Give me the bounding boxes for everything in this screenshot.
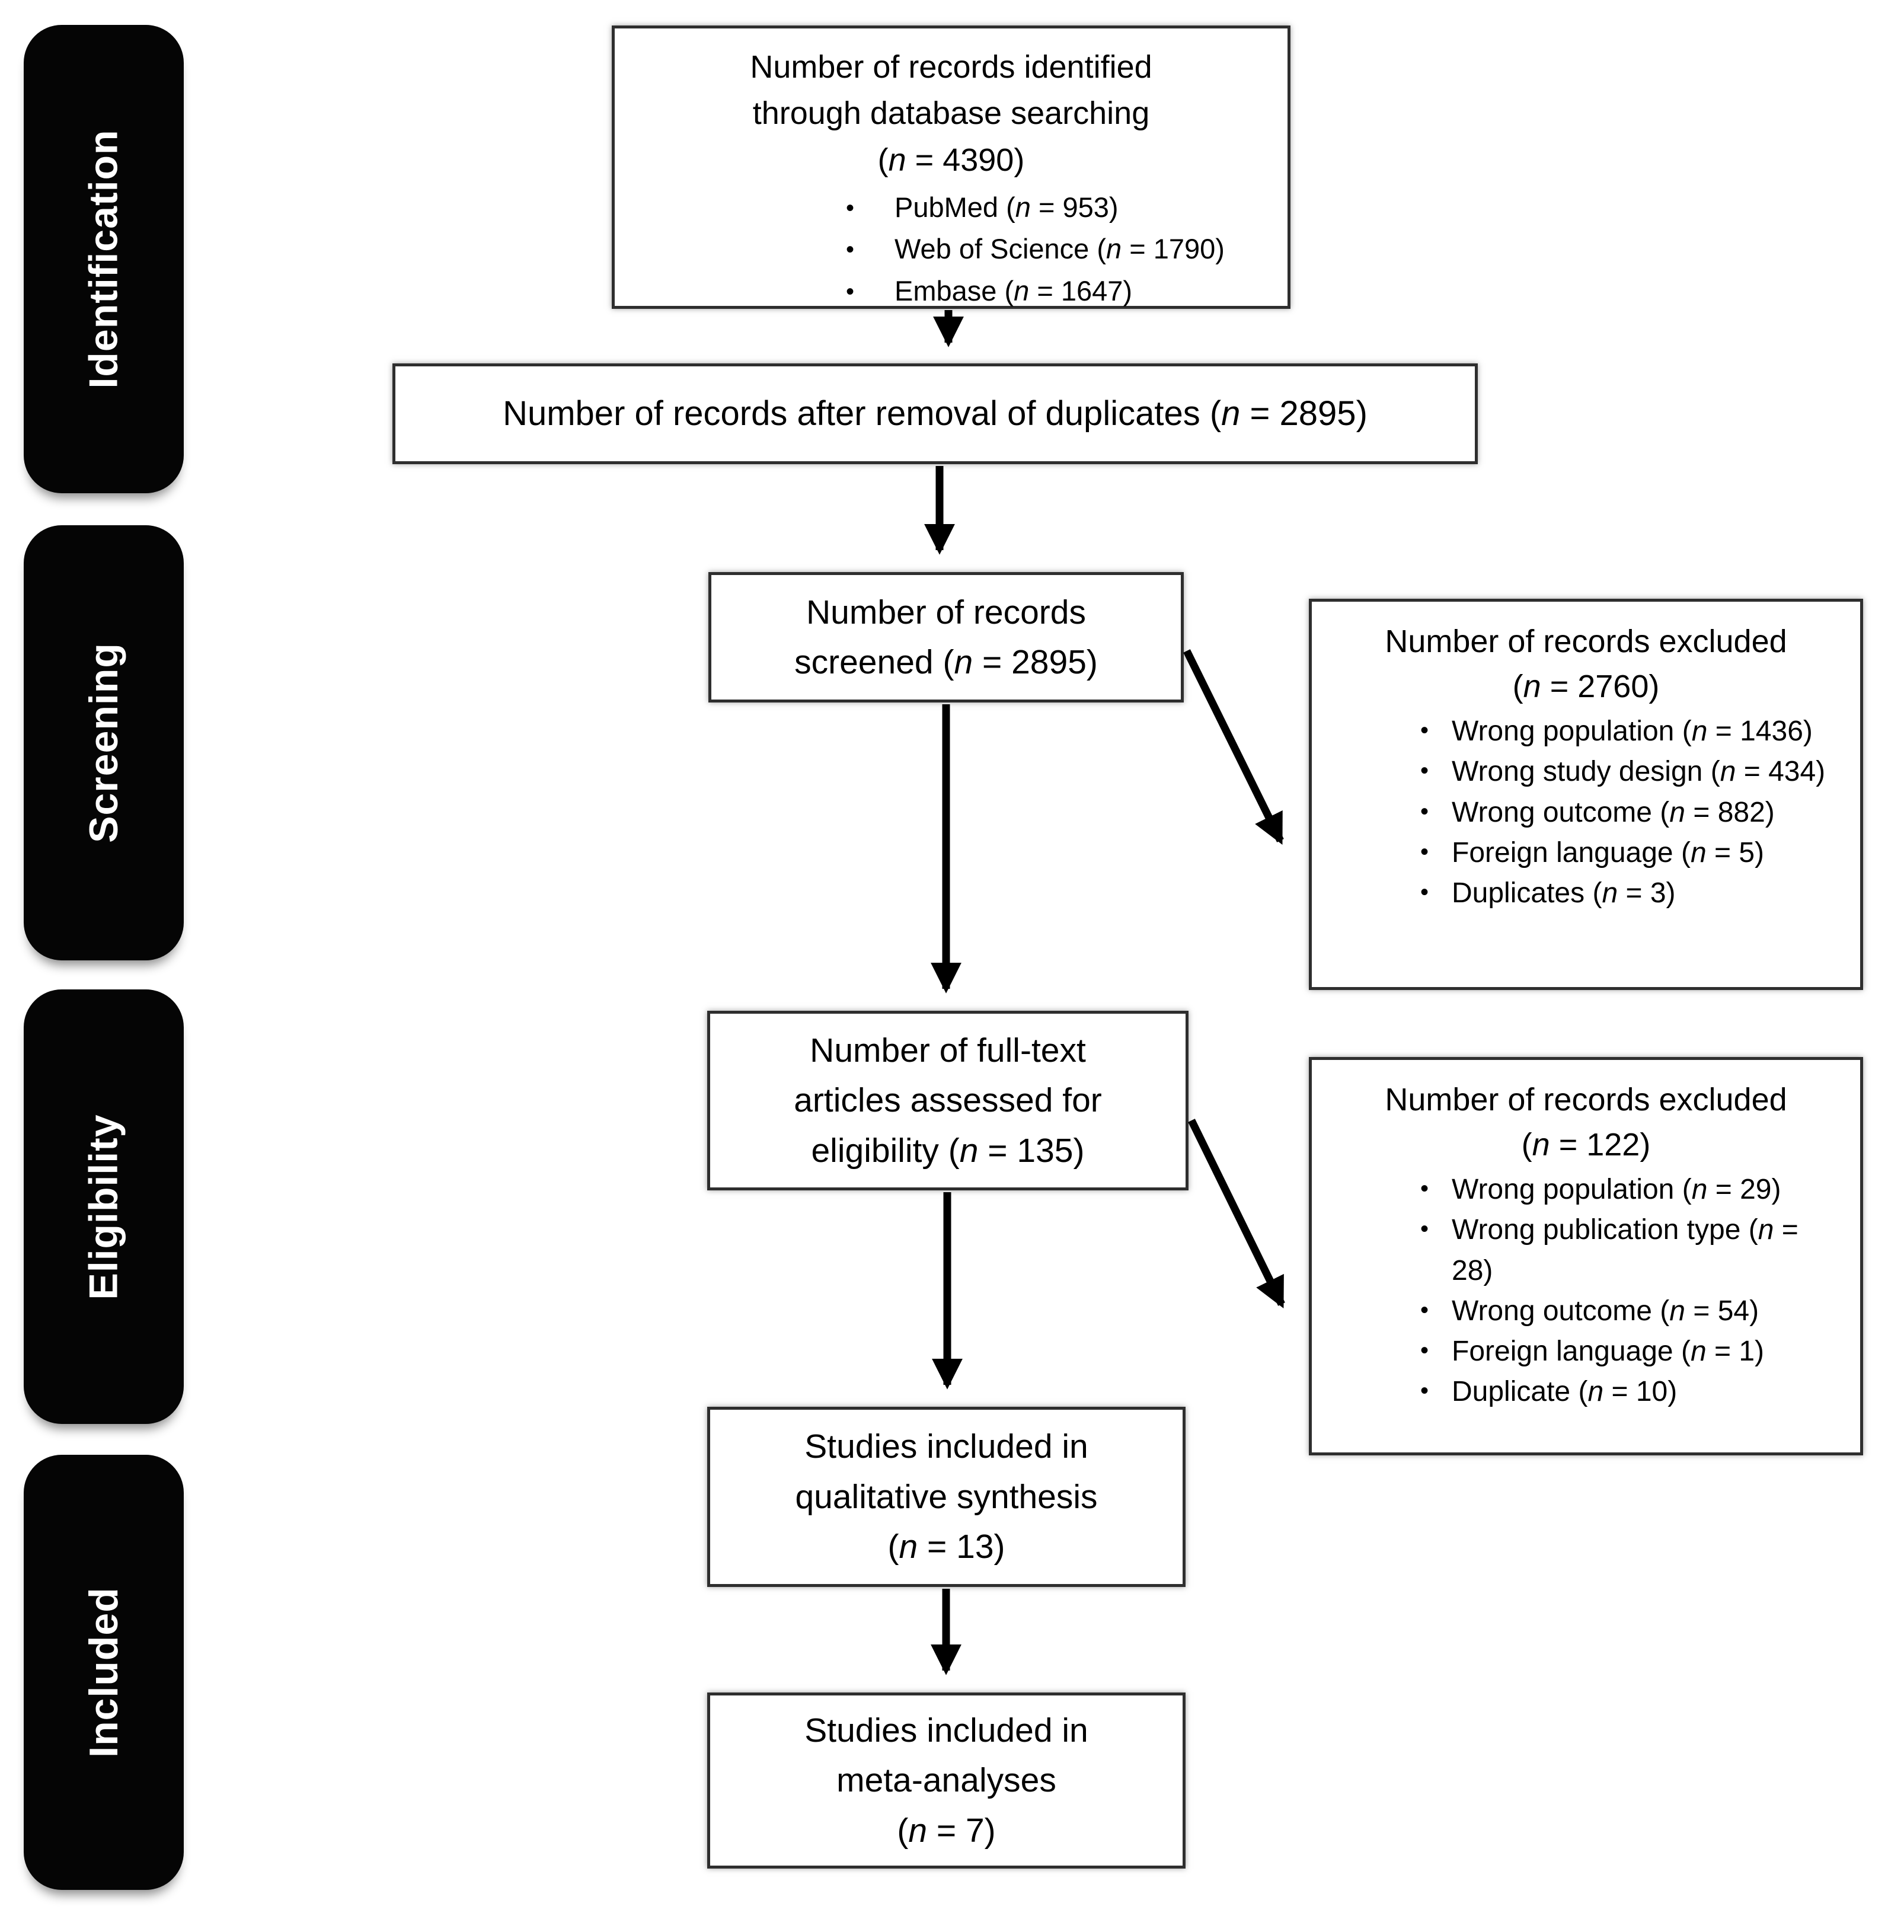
database-source-list: PubMed (n = 953) Web of Science (n = 179…: [628, 187, 1274, 312]
bullet-icon: [806, 187, 895, 226]
excluded-screening-reason-list: Wrong population (n = 1436) Wrong study …: [1336, 711, 1836, 914]
database-source-item: PubMed (n = 953): [806, 187, 1274, 229]
stage-identification-label: Identification: [81, 129, 127, 389]
box-records-after-duplicates-removed-text: Number of records after removal of dupli…: [503, 394, 1368, 433]
stage-screening-label: Screening: [81, 643, 126, 843]
bullet-icon: [1397, 1170, 1452, 1206]
database-source-item: Web of Science (n = 1790): [806, 228, 1274, 270]
bullet-icon: [1397, 873, 1452, 909]
excluded-reason-item: Wrong outcome (n = 882): [1397, 793, 1836, 833]
bullet-icon: [1397, 1291, 1452, 1327]
bullet-icon: [1397, 1210, 1452, 1246]
excluded-reason-item: Wrong population (n = 1436): [1397, 711, 1836, 752]
deduplicated-count: (n = 2895): [1209, 394, 1368, 433]
qualitative-count: (n = 13): [887, 1528, 1005, 1566]
box-records-excluded-screening: Number of records excluded (n = 2760) Wr…: [1309, 599, 1863, 990]
bullet-icon: [1397, 1331, 1452, 1368]
database-source-item: Embase (n = 1647): [806, 270, 1274, 312]
bullet-icon: [806, 270, 895, 309]
excluded-reason-item: Wrong population (n = 29): [1397, 1170, 1836, 1210]
stage-screening: Screening: [24, 525, 184, 960]
excluded-reason-item: Wrong publication type (n = 28): [1397, 1210, 1836, 1291]
bullet-icon: [1397, 833, 1452, 869]
box-records-excluded-eligibility: Number of records excluded (n = 122) Wro…: [1309, 1057, 1863, 1455]
bullet-icon: [1397, 711, 1452, 748]
screened-count: (n = 2895): [943, 643, 1098, 681]
stage-eligibility: Eligibility: [24, 989, 184, 1424]
stage-included: Included: [24, 1455, 184, 1890]
records-identified-count: (n = 4390): [877, 142, 1025, 178]
box-records-after-duplicates-removed: Number of records after removal of dupli…: [392, 363, 1478, 464]
excluded-reason-item: Foreign language (n = 1): [1397, 1331, 1836, 1372]
excluded-screening-title: Number of records excluded: [1385, 624, 1787, 659]
excluded-reason-item: Wrong outcome (n = 54): [1397, 1291, 1836, 1331]
excluded-reason-item: Duplicates (n = 3): [1397, 873, 1836, 914]
stage-identification: Identification: [24, 25, 184, 493]
bullet-icon: [1397, 752, 1452, 788]
stage-included-label: Included: [81, 1587, 127, 1758]
fulltext-count: (n = 135): [948, 1131, 1085, 1170]
bullet-icon: [806, 228, 895, 267]
arrow-screened-to-excluded: [1183, 649, 1284, 845]
meta-analyses-count: (n = 7): [897, 1811, 996, 1850]
bullet-icon: [1397, 1372, 1452, 1408]
arrow-fulltext-to-excluded: [1188, 1119, 1285, 1309]
bullet-icon: [1397, 793, 1452, 829]
excluded-screening-count: (n = 2760): [1512, 668, 1660, 704]
excluded-eligibility-reason-list: Wrong population (n = 29) Wrong publicat…: [1336, 1170, 1836, 1412]
excluded-eligibility-count: (n = 122): [1521, 1126, 1651, 1163]
excluded-reason-item: Duplicate (n = 10): [1397, 1372, 1836, 1412]
excluded-reason-item: Wrong study design (n = 434): [1397, 752, 1836, 792]
excluded-reason-item: Foreign language (n = 5): [1397, 833, 1836, 873]
excluded-eligibility-title: Number of records excluded: [1385, 1082, 1787, 1117]
stage-eligibility-label: Eligibility: [81, 1113, 126, 1300]
